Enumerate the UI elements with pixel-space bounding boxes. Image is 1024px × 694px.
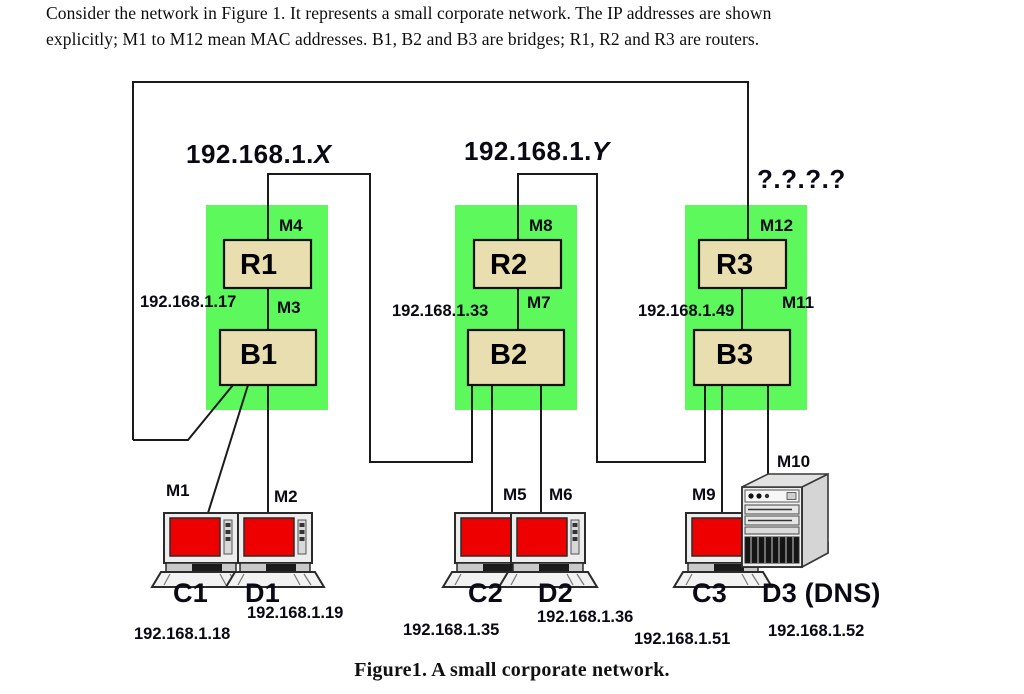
bridge-box-1[interactable]: [218, 328, 318, 387]
router-label-2: R2: [490, 249, 528, 281]
host-mac-c1: M1: [166, 481, 190, 500]
router-label-3: R3: [716, 249, 754, 281]
host-icon-c1[interactable]: [150, 512, 252, 588]
host-mac-d3: M10: [777, 452, 811, 471]
host-ip-c2: 192.168.1.35: [403, 621, 500, 639]
subnet-title-3: ?.?.?.?: [757, 164, 846, 195]
router-uplink-mac-2: M8: [529, 216, 553, 235]
bridge-box-2[interactable]: [466, 328, 566, 387]
host-name-d1: D1: [245, 578, 280, 608]
bridge-box-3[interactable]: [692, 328, 792, 387]
host-ip-d2: 192.168.1.36: [537, 608, 634, 626]
host-wires-group-3: [721, 385, 769, 513]
host-mac-d1: M2: [274, 487, 298, 506]
host-name-c3: C3: [692, 578, 727, 608]
router-box-3[interactable]: [697, 238, 788, 290]
router-downlink-mac-3: M11: [782, 293, 815, 312]
router-label-1: R1: [240, 249, 278, 281]
subnet-title-2-suffix: Y: [591, 136, 610, 166]
subnet-title-2-prefix: 192.168.1.: [464, 136, 592, 166]
router-uplink-mac-1: M4: [279, 216, 303, 235]
problem-statement: Consider the network in Figure 1. It rep…: [46, 0, 986, 52]
subnet-title-2: 192.168.1.Y: [464, 136, 610, 167]
router-downlink-mac-1: M3: [277, 298, 301, 317]
router-box-1[interactable]: [222, 238, 313, 290]
host-ip-c3: 192.168.1.51: [634, 630, 731, 648]
bridge3-backbone-wire: [597, 385, 706, 463]
host-icon-d1[interactable]: [224, 512, 326, 588]
host-mac-c2: M5: [503, 485, 527, 504]
router-uplink-mac-3: M12: [760, 216, 794, 235]
router-box-2[interactable]: [472, 238, 563, 290]
router-downlink-mac-2: M7: [527, 293, 551, 312]
router-bridge-links: [267, 288, 743, 330]
host-name-c1: C1: [173, 578, 208, 608]
backbone-top-link: [132, 81, 749, 440]
subnet-title-1-prefix: 192.168.1.: [186, 139, 314, 169]
router-ip-2: 192.168.1.33: [392, 302, 489, 320]
c1-wire: [207, 384, 249, 514]
host-wires-group-2: [491, 385, 542, 513]
figure-caption: Figure1. A small corporate network.: [354, 659, 670, 681]
bridge-label-1: B1: [240, 339, 278, 371]
statement-line-2: explicitly; M1 to M12 mean MAC addresses…: [46, 29, 760, 49]
subnet-title-1: 192.168.1.X: [186, 139, 332, 170]
host-name-d2: D2: [538, 578, 573, 608]
host-ip-c1: 192.168.1.18: [134, 625, 231, 643]
bridge2-backbone-wire: [370, 385, 473, 463]
host-ip-d3: 192.168.1.52: [768, 622, 865, 640]
subnet-title-3-suffix: ?.?.?.?: [757, 164, 846, 194]
statement-line-1: Consider the network in Figure 1. It rep…: [46, 3, 772, 23]
server-icon-d3[interactable]: [741, 472, 829, 569]
bridge-label-2: B2: [490, 339, 528, 371]
host-wires-group-1: [207, 384, 269, 514]
host-name-d3: D3 (DNS): [762, 578, 881, 608]
host-icon-d2[interactable]: [497, 512, 599, 588]
router-ip-1: 192.168.1.17: [140, 293, 237, 311]
router-ip-3: 192.168.1.49: [638, 302, 735, 320]
host-ip-d1: 192.168.1.19: [247, 604, 344, 622]
bridge1-backbone-wire: [133, 384, 234, 441]
host-mac-d2: M6: [549, 485, 573, 504]
subnet-title-1-suffix: X: [313, 139, 332, 169]
host-name-c2: C2: [468, 578, 503, 608]
host-mac-c3: M9: [692, 485, 716, 504]
bridge-label-3: B3: [716, 339, 754, 371]
